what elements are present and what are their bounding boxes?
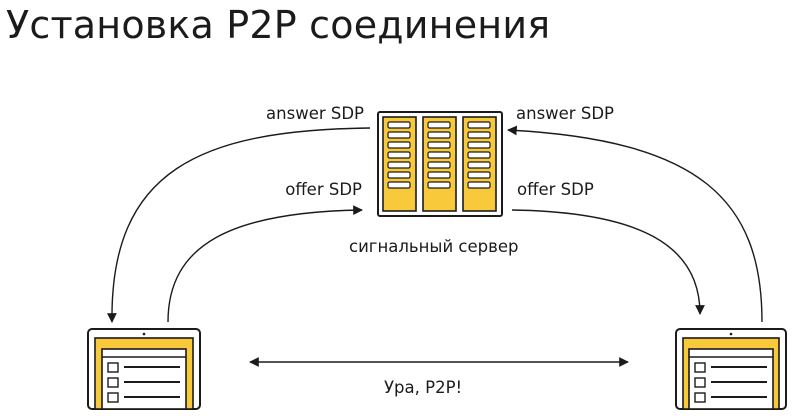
right-laptop-icon [675,328,787,410]
server-rack [462,116,497,212]
right-offer-label: offer SDP [517,180,594,199]
peer-link-label: Ура, P2P! [384,378,463,397]
left-laptop-icon [87,328,201,410]
left-offer-arrow [167,205,363,323]
left-offer-label: offer SDP [285,180,362,199]
signaling-server-icon [377,111,503,217]
right-offer-arrow [511,209,705,315]
right-answer-arrow [507,125,763,323]
server-label: сигнальный сервер [349,237,519,256]
left-answer-label: answer SDP [266,104,364,123]
server-rack [382,116,417,212]
right-answer-label: answer SDP [516,104,614,123]
left-answer-arrow [106,127,371,323]
server-rack [422,116,457,212]
slide-title: Установка P2P соединения [6,3,551,47]
